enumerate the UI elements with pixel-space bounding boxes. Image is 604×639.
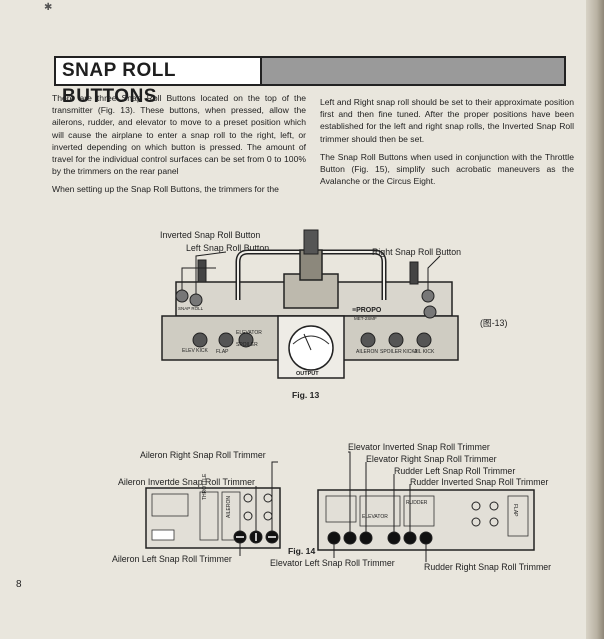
panel-output: OUTPUT	[296, 371, 319, 377]
panel-ail-kick: AIL KICK	[414, 349, 435, 355]
panel-snap-roll: SNAP ROLL	[178, 306, 204, 311]
text-column-left: There are three Snap Roll Buttons locate…	[52, 92, 306, 202]
panel-rudder: RUDDER	[406, 500, 428, 506]
panel-elevator: ELEVATOR	[362, 514, 388, 520]
leader-line	[427, 255, 441, 290]
panel-elevator: ELEVATOR	[236, 330, 262, 336]
paragraph: Left and Right snap roll should be set t…	[320, 97, 574, 144]
rudder-inverted-trimmer	[403, 531, 417, 545]
book-spine-shadow	[586, 0, 604, 639]
left-toggle-switch	[197, 259, 207, 283]
elev-kick-knob	[192, 332, 208, 348]
panel-spoiler-kick: SPOILER KICK2	[380, 349, 418, 355]
elevator-inverted-trimmer	[343, 531, 357, 545]
paragraph: When setting up the Snap Roll Buttons, t…	[52, 184, 279, 195]
leader-line	[271, 461, 278, 531]
spoiler-knob	[238, 332, 254, 348]
page-number: 8	[16, 579, 22, 590]
elevator-right-trimmer	[359, 531, 373, 545]
ail-kick-knob	[416, 332, 432, 348]
paragraph: There are three Snap Roll Buttons locate…	[52, 93, 306, 177]
label-elevator-right-trimmer: Elevator Right Snap Roll Trimmer	[366, 454, 497, 464]
label-aileron-right-trimmer: Aileron Right Snap Roll Trimmer	[140, 450, 266, 460]
throttle-button	[423, 305, 437, 319]
panel-model: MET-2SMF	[354, 316, 377, 321]
panel-aileron: AILERON	[356, 349, 378, 355]
text-column-right: Left and Right snap roll should be set t…	[320, 96, 574, 193]
section-title-bar: SNAP ROLL BUTTONS	[54, 56, 566, 107]
label-right-snap-button: Right Snap Roll Button	[372, 247, 461, 257]
label-aileron-left-trimmer: Aileron Left Snap Roll Trimmer	[112, 554, 232, 564]
label-elevator-inverted-trimmer: Elevator Inverted Snap Roll Trimmer	[348, 442, 490, 452]
leader-line	[181, 267, 216, 290]
spoiler-kick-knob	[388, 332, 404, 348]
label-elevator-left-trimmer: Elevator Left Snap Roll Trimmer	[270, 558, 395, 568]
fig13-reference: (图-13)	[480, 318, 508, 328]
fig14-caption: Fig. 14	[288, 546, 316, 556]
corner-mark: ✱	[44, 2, 53, 13]
label-rudder-left-trimmer: Rudder Left Snap Roll Trimmer	[394, 466, 516, 476]
label-left-snap-button: Left Snap Roll Button	[186, 243, 270, 253]
label-rudder-inverted-trimmer: Rudder Inverted Snap Roll Trimmer	[410, 477, 549, 487]
stick-top	[303, 229, 319, 255]
section-title: SNAP ROLL BUTTONS	[56, 58, 262, 107]
rudder-left-trimmer	[387, 531, 401, 545]
label-aileron-inverted-trimmer: Aileron Invertde Snap Roll Trimmer	[118, 477, 255, 487]
leader-line	[195, 251, 227, 294]
label-inverted-snap-button: Inverted Snap Roll Button	[160, 230, 261, 240]
label-rudder-right-trimmer: Rudder Right Snap Roll Trimmer	[424, 562, 552, 572]
panel-spoiler: SPOILER	[236, 342, 258, 348]
aileron-knob	[360, 332, 376, 348]
right-toggle-switch	[409, 261, 419, 285]
rudder-right-trimmer	[419, 531, 433, 545]
panel-throttle: THROTTLE	[202, 473, 208, 500]
paragraph: The Snap Roll Buttons when used in conju…	[320, 151, 574, 187]
output-meter	[288, 325, 334, 371]
panel-elev-kick: ELEV KICK	[182, 348, 208, 354]
elevator-left-trimmer	[327, 531, 341, 545]
panel-aileron: AILERON	[226, 496, 232, 518]
leader-line	[348, 451, 351, 532]
panel-flap: FLAP	[216, 349, 229, 355]
panel-flap: FLAP	[512, 504, 518, 517]
panel-brand: ≡PROPO	[352, 307, 382, 314]
fig13-caption: Fig. 13	[292, 390, 320, 400]
flap-knob	[218, 332, 234, 348]
